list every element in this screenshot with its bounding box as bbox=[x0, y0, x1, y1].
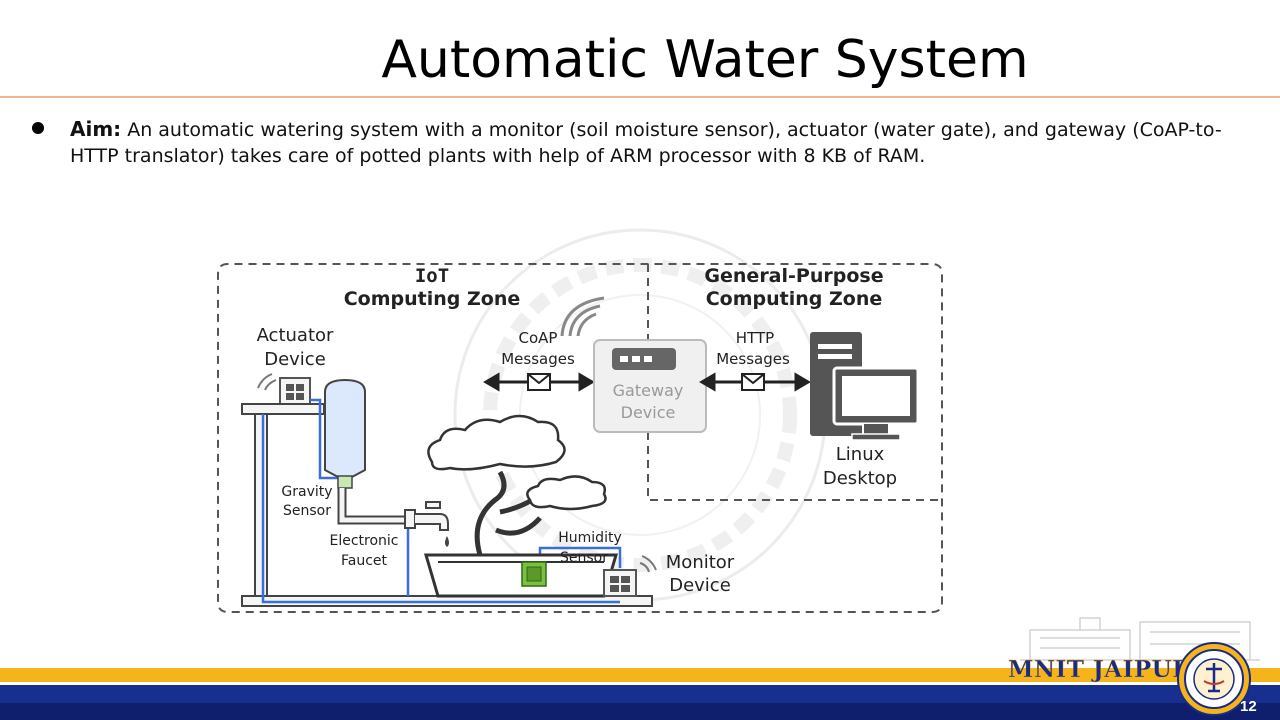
monitor-label-1: Monitor bbox=[666, 552, 735, 573]
page-number: 12 bbox=[1240, 698, 1257, 715]
iot-zone-boundary bbox=[217, 263, 943, 613]
http-label-1: HTTP bbox=[736, 329, 774, 347]
wire-actuator bbox=[261, 414, 620, 604]
coap-label-2: Messages bbox=[501, 350, 575, 368]
faucet-label-2: Faucet bbox=[341, 553, 388, 569]
gateway-label-2: Device bbox=[621, 403, 676, 422]
shelf-post bbox=[254, 413, 268, 603]
faucet-label-1: Electronic bbox=[329, 533, 398, 549]
gravity-sensor-icon bbox=[337, 475, 353, 489]
coap-label-1: CoAP bbox=[519, 329, 558, 347]
iot-zone-title-1: IoT bbox=[415, 265, 449, 287]
http-label-2: Messages bbox=[716, 350, 790, 368]
gravity-label-1: Gravity bbox=[281, 484, 332, 500]
footer-blue-band-lower bbox=[0, 703, 1280, 720]
title-divider bbox=[0, 96, 1280, 98]
shelf bbox=[241, 403, 325, 415]
linux-desktop-icon bbox=[810, 332, 920, 441]
wire-humidity bbox=[538, 546, 622, 568]
gravity-label-2: Sensor bbox=[283, 503, 331, 519]
actuator-label-1: Actuator bbox=[257, 325, 334, 346]
coap-envelope-icon bbox=[527, 373, 551, 391]
http-envelope-icon bbox=[741, 373, 765, 391]
linux-label-1: Linux bbox=[836, 444, 885, 465]
actuator-wifi-icon bbox=[257, 373, 277, 391]
aim-text: An automatic watering system with a moni… bbox=[70, 119, 1222, 167]
aim-paragraph: Aim: An automatic watering system with a… bbox=[70, 116, 1255, 169]
footer-separator bbox=[0, 682, 1280, 685]
monitor-label-2: Device bbox=[669, 575, 731, 596]
aim-label: Aim: bbox=[70, 117, 122, 141]
gateway-label-1: Gateway bbox=[613, 381, 684, 400]
mnit-seal-icon bbox=[1177, 642, 1251, 716]
monitor-device-icon bbox=[603, 569, 637, 597]
gp-zone-title-1: General-Purpose bbox=[704, 265, 883, 287]
monitor-wifi-icon bbox=[639, 555, 657, 573]
slide-title: Automatic Water System bbox=[381, 30, 1029, 90]
gp-zone-title-2: Computing Zone bbox=[706, 288, 883, 310]
plant-icon bbox=[427, 414, 607, 556]
humidity-label-2: Sensor bbox=[560, 550, 608, 566]
linux-label-2: Desktop bbox=[823, 468, 897, 489]
faucet-icon bbox=[404, 501, 449, 547]
mnit-logo-text: MNIT JAIPUR bbox=[1008, 656, 1192, 683]
footer-gold-band bbox=[0, 668, 1280, 682]
iot-zone-title-2: Computing Zone bbox=[344, 288, 521, 310]
actuator-device-icon bbox=[279, 377, 311, 405]
humidity-sensor-icon bbox=[521, 561, 547, 587]
bullet-icon bbox=[32, 122, 44, 134]
humidity-label-1: Humidity bbox=[558, 530, 621, 546]
water-tank bbox=[324, 378, 366, 479]
gateway-wifi-icon bbox=[560, 296, 605, 337]
actuator-label-2: Device bbox=[264, 349, 326, 370]
iot-diagram: IoT Computing Zone General-Purpose Compu… bbox=[217, 263, 943, 613]
